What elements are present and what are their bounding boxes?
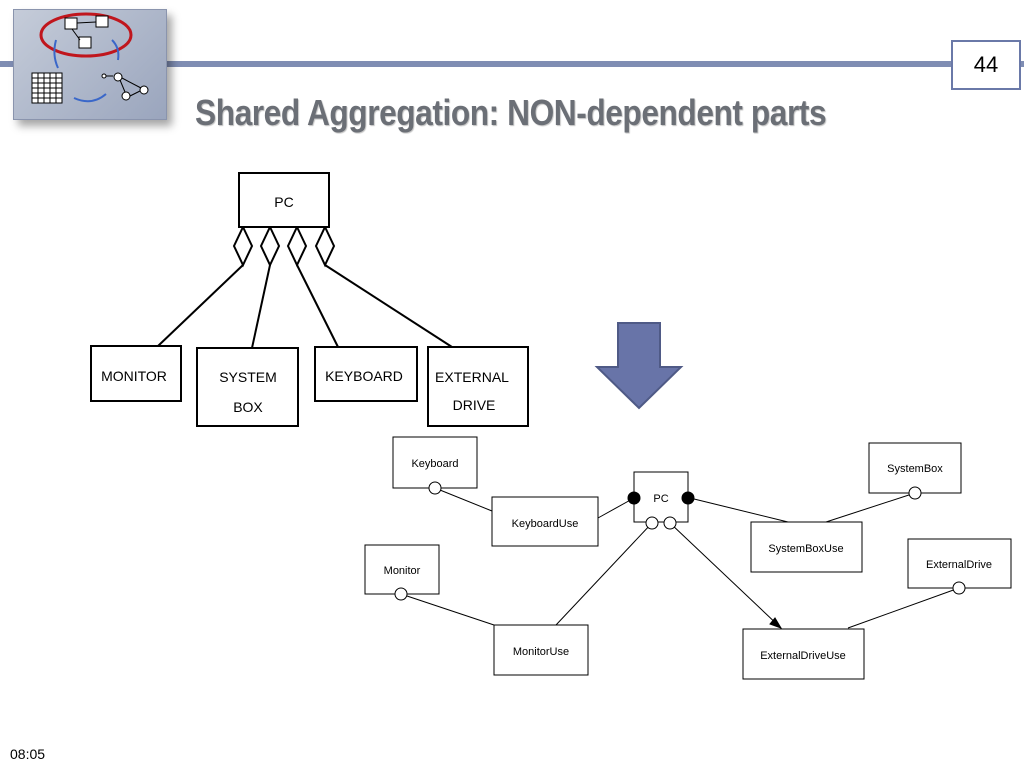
class-box-monitor-label: MONITOR (101, 368, 167, 384)
entity-pc: PC (633, 471, 689, 523)
entity-keyboard-label: Keyboard (411, 458, 458, 470)
class-box-monitor: MONITOR (90, 345, 182, 402)
port-pc-left-filled (627, 491, 641, 505)
port-pc-right-filled (681, 491, 695, 505)
lower-mapping-diagram: PC Keyboard KeyboardUse Monitor MonitorU… (364, 436, 1012, 680)
slide-time: 08:05 (10, 746, 46, 762)
entity-pc-label: PC (653, 493, 668, 505)
page-number-text: 44 (973, 52, 999, 77)
class-box-system-box-label-line2: BOX (233, 399, 263, 415)
class-box-keyboard-label: KEYBOARD (325, 368, 403, 384)
header-rule (0, 61, 1024, 67)
aggregation-diamond-monitor (232, 224, 254, 268)
entity-external-drive-label: ExternalDrive (926, 559, 992, 571)
class-box-pc-whole: PC (238, 172, 330, 228)
class-box-external-drive: EXTERNAL DRIVE (427, 346, 529, 427)
entity-monitor: Monitor (364, 544, 440, 595)
connector-ports (394, 481, 966, 601)
port-external-drive (952, 581, 966, 595)
entity-system-box: SystemBox (868, 442, 962, 494)
mapping-connector-lines (400, 487, 960, 629)
port-keyboard (428, 481, 442, 495)
aggregation-diamonds (232, 224, 336, 268)
aggregation-diamond-system-box (259, 224, 281, 268)
class-box-external-drive-label-line2: DRIVE (453, 397, 496, 413)
uml-diagram-logo-icon (13, 9, 167, 120)
port-monitor (394, 587, 408, 601)
aggregation-diamond-keyboard (286, 224, 308, 268)
entity-keyboard-use-label: KeyboardUse (512, 518, 579, 530)
entity-keyboard: Keyboard (392, 436, 478, 489)
entity-external-drive-use: ExternalDriveUse (742, 628, 865, 680)
port-pc-bottom-left (645, 516, 659, 530)
entity-external-drive: ExternalDrive (907, 538, 1012, 589)
aggregation-diamond-external-drive (314, 224, 336, 268)
page-number: 44 (951, 40, 1021, 90)
entity-monitor-label: Monitor (384, 565, 421, 577)
entity-monitor-use-label: MonitorUse (513, 646, 569, 658)
port-pc-bottom-right (663, 516, 677, 530)
upper-aggregation-diagram: PC MONITOR SYSTEM BOX KEYBOARD EXTERNAL … (90, 172, 529, 427)
entity-system-box-use-label: SystemBoxUse (768, 543, 843, 555)
down-arrow-icon (594, 322, 684, 410)
class-box-system-box-label-line1: SYSTEM (219, 369, 277, 385)
entity-keyboard-use: KeyboardUse (491, 496, 599, 547)
class-box-external-drive-label-line1: EXTERNAL (435, 369, 509, 385)
entity-external-drive-use-label: ExternalDriveUse (760, 650, 846, 662)
class-box-pc-label: PC (274, 194, 293, 210)
slide-title: Shared Aggregation: NON-dependent parts (195, 92, 827, 133)
port-system-box (908, 486, 922, 500)
entity-monitor-use: MonitorUse (493, 624, 589, 676)
class-box-system-box: SYSTEM BOX (196, 347, 299, 427)
upper-aggregation-lines (157, 264, 453, 349)
arrowhead-icon (769, 617, 783, 629)
entity-system-box-label: SystemBox (887, 463, 943, 475)
entity-system-box-use: SystemBoxUse (750, 521, 863, 573)
class-box-keyboard: KEYBOARD (314, 346, 418, 402)
